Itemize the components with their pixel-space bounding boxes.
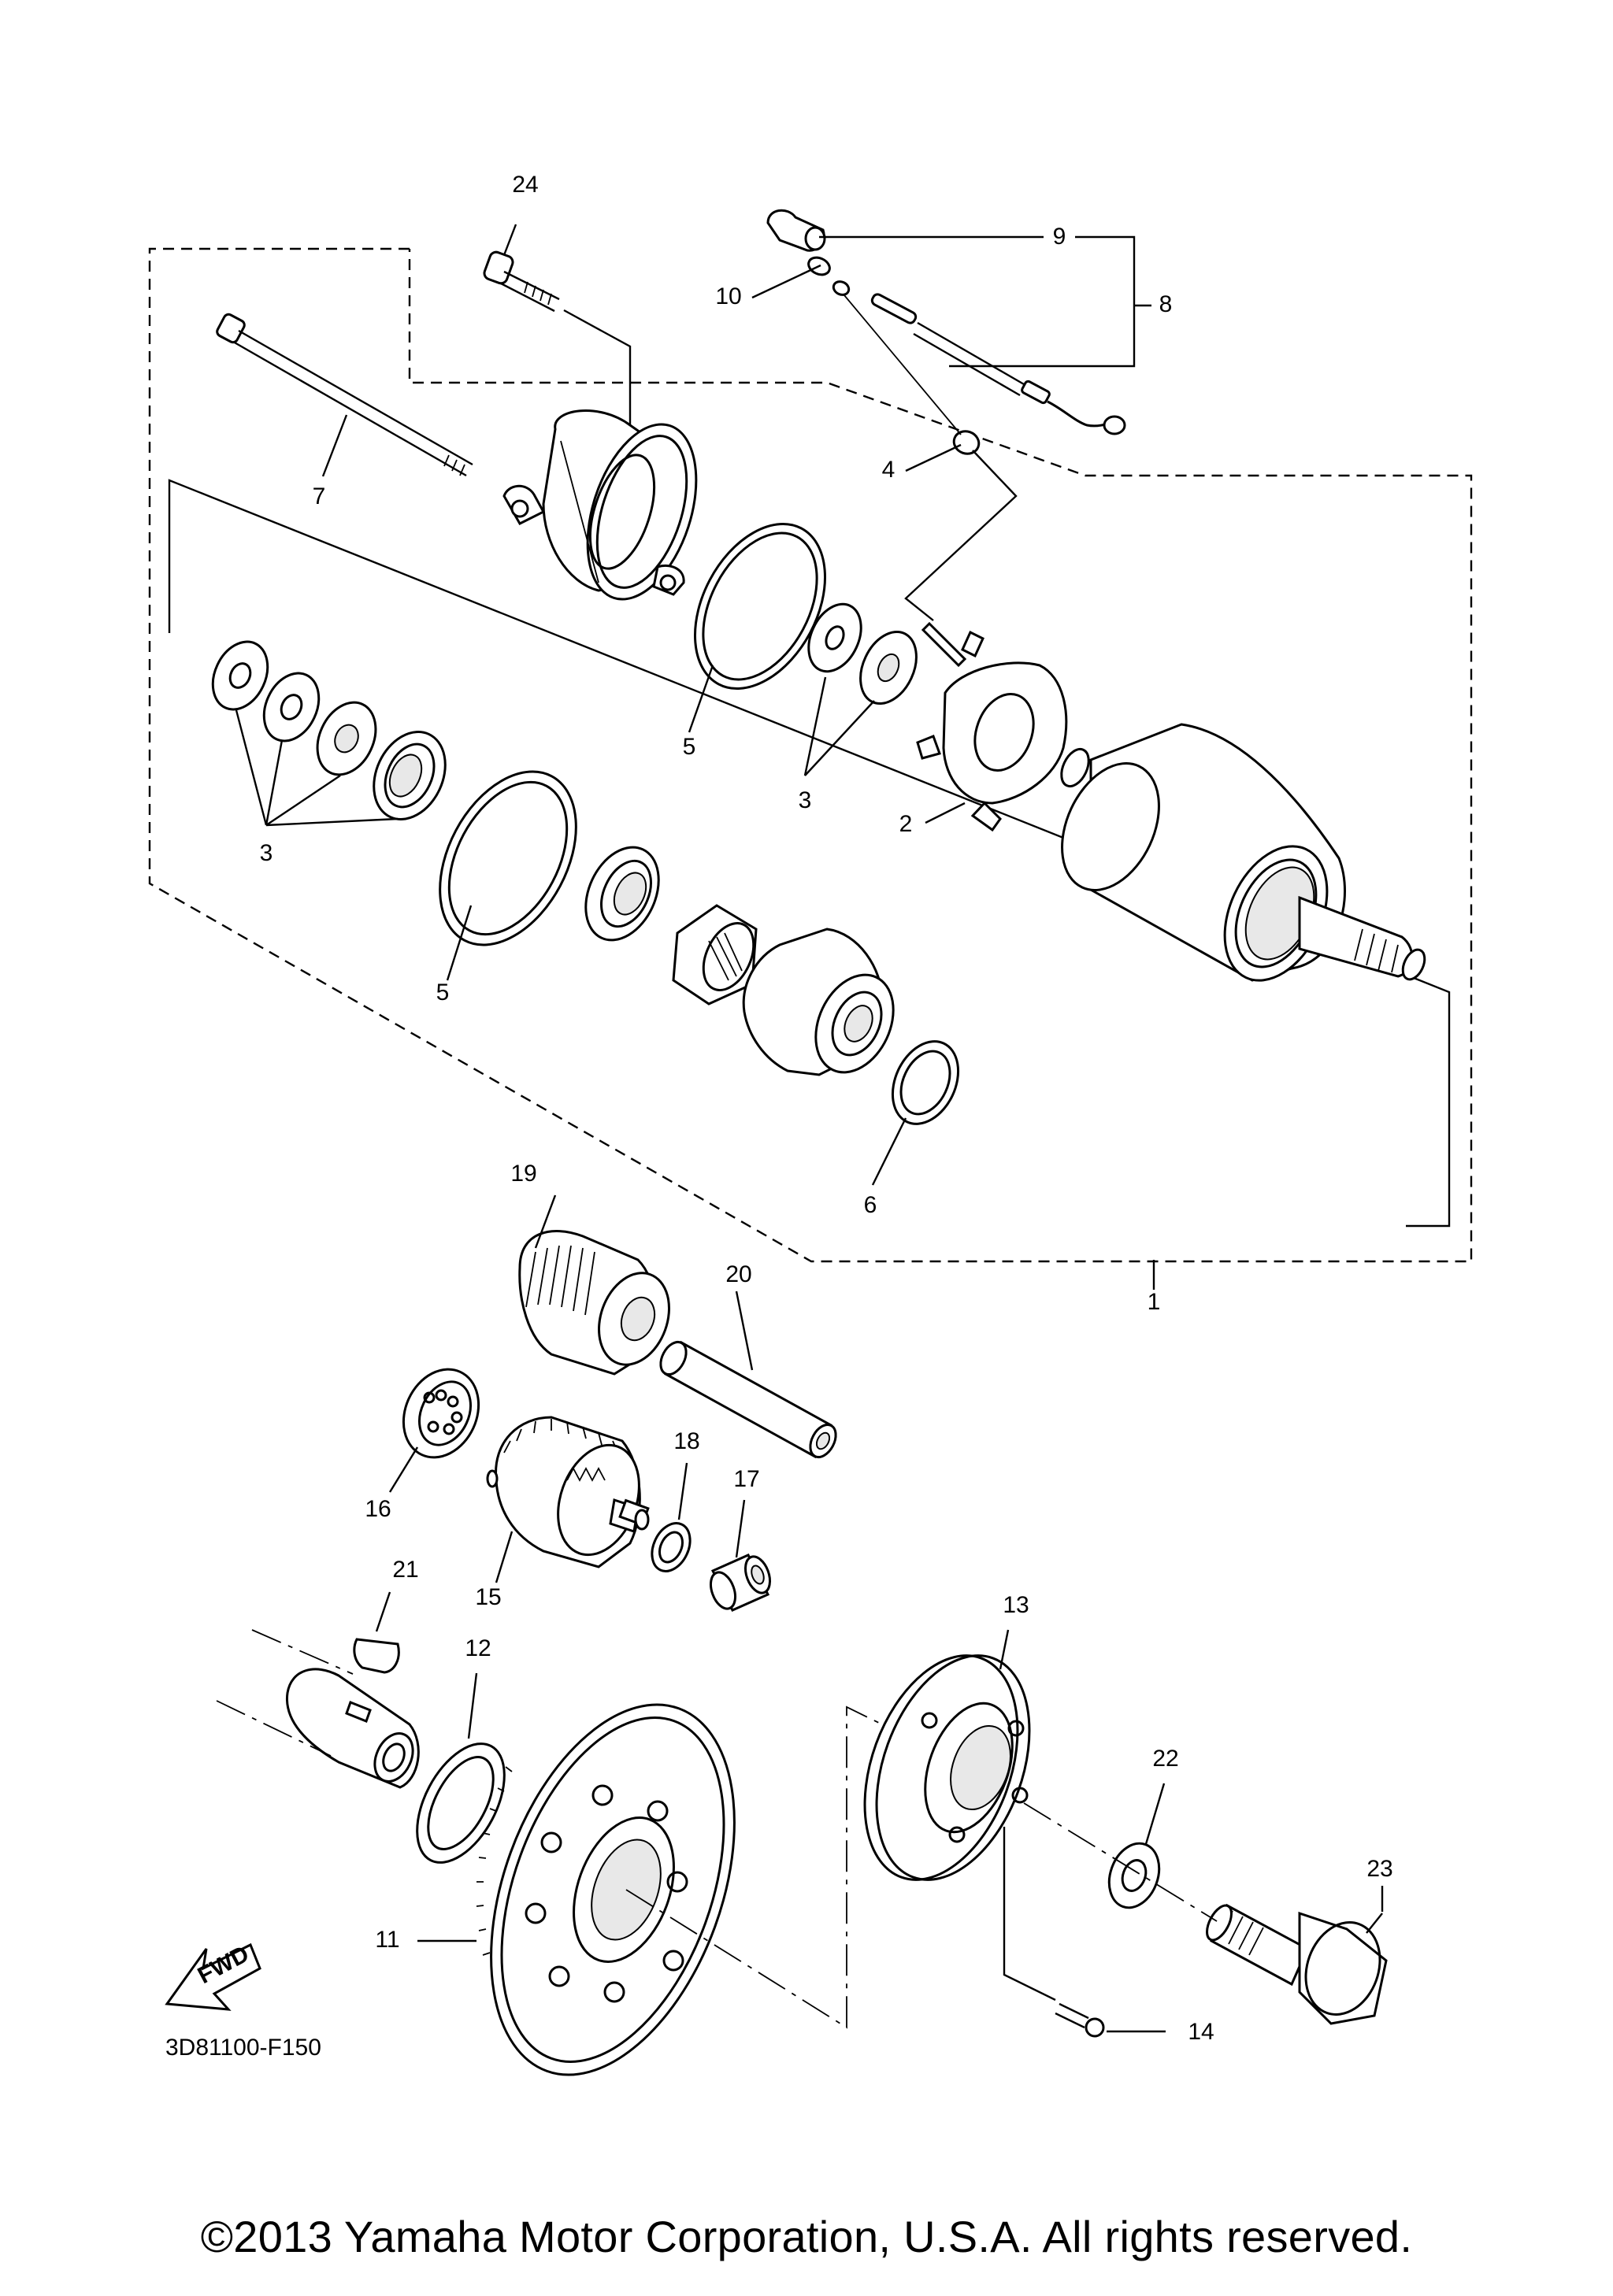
washer-12 bbox=[416, 1672, 506, 1864]
callout-5-upper: 5 bbox=[683, 734, 696, 760]
callout-15: 15 bbox=[475, 1584, 501, 1610]
bearing-16 bbox=[388, 1368, 480, 1493]
front-cover-parts bbox=[584, 846, 895, 1076]
callout-20: 20 bbox=[725, 1261, 751, 1287]
callout-18: 18 bbox=[673, 1428, 699, 1454]
callout-11: 11 bbox=[375, 1927, 399, 1953]
callout-24: 24 bbox=[512, 172, 538, 198]
callout-16: 16 bbox=[365, 1496, 391, 1522]
armature bbox=[1060, 723, 1426, 982]
needle-bearing-17 bbox=[709, 1499, 772, 1612]
callout-22: 22 bbox=[1152, 1746, 1178, 1772]
callout-8: 8 bbox=[1159, 291, 1173, 317]
bolt-14 bbox=[1003, 1827, 1166, 2038]
callout-9: 9 bbox=[1053, 224, 1066, 250]
starter-clutch-gear-15 bbox=[486, 1416, 650, 1583]
callout-12: 12 bbox=[465, 1635, 491, 1661]
starter-clutch-13 bbox=[863, 1629, 1031, 1881]
callout-21: 21 bbox=[392, 1557, 418, 1583]
callout-3-lower: 3 bbox=[260, 840, 273, 866]
assembly-1-boundary bbox=[148, 247, 1473, 1290]
callout-19: 19 bbox=[510, 1161, 536, 1187]
assembly-center-lines bbox=[625, 1705, 1218, 2029]
o-ring-5-upper bbox=[688, 522, 826, 733]
callout-1: 1 bbox=[1148, 1289, 1161, 1315]
copyright-notice: ©2013 Yamaha Motor Corporation, U.S.A. A… bbox=[200, 2212, 1413, 2261]
woodruff-key-21 bbox=[353, 1591, 400, 1674]
o-ring-5-lower bbox=[439, 770, 577, 981]
washer-22 bbox=[1107, 1783, 1166, 1909]
callout-13: 13 bbox=[1003, 1592, 1029, 1618]
shaft-20 bbox=[659, 1291, 837, 1459]
callout-17: 17 bbox=[733, 1466, 759, 1492]
fwd-arrow-icon: FWD bbox=[165, 1941, 261, 2011]
washer-set-3-lower bbox=[211, 640, 447, 827]
idler-gear-19 bbox=[518, 1194, 670, 1376]
callout-23: 23 bbox=[1366, 1856, 1392, 1882]
callout-5-lower: 5 bbox=[436, 980, 450, 1005]
crankshaft-end bbox=[216, 1629, 420, 1789]
washer-18 bbox=[651, 1462, 692, 1572]
callout-3-upper: 3 bbox=[799, 787, 812, 813]
callout-14: 14 bbox=[1188, 2019, 1214, 2045]
lead-wire-8 bbox=[751, 209, 1151, 668]
callout-4: 4 bbox=[882, 457, 895, 483]
callout-labels: 1 2 3 3 4 5 5 6 7 8 9 10 11 12 13 14 15 … bbox=[260, 172, 1393, 2045]
starter-wheel-gear-11 bbox=[417, 1703, 736, 2076]
bolt-23 bbox=[1206, 1886, 1388, 2025]
brush-holder-2 bbox=[916, 630, 1068, 832]
washer-6 bbox=[871, 1040, 960, 1186]
callout-6: 6 bbox=[864, 1192, 877, 1218]
through-bolt-7 bbox=[216, 313, 473, 477]
callout-7: 7 bbox=[313, 483, 326, 509]
washer-set-3-upper bbox=[803, 602, 918, 776]
callout-2: 2 bbox=[899, 811, 913, 837]
rear-cover bbox=[502, 409, 698, 601]
callout-10: 10 bbox=[715, 283, 741, 309]
diagram-code: 3D81100-F150 bbox=[165, 2035, 321, 2061]
